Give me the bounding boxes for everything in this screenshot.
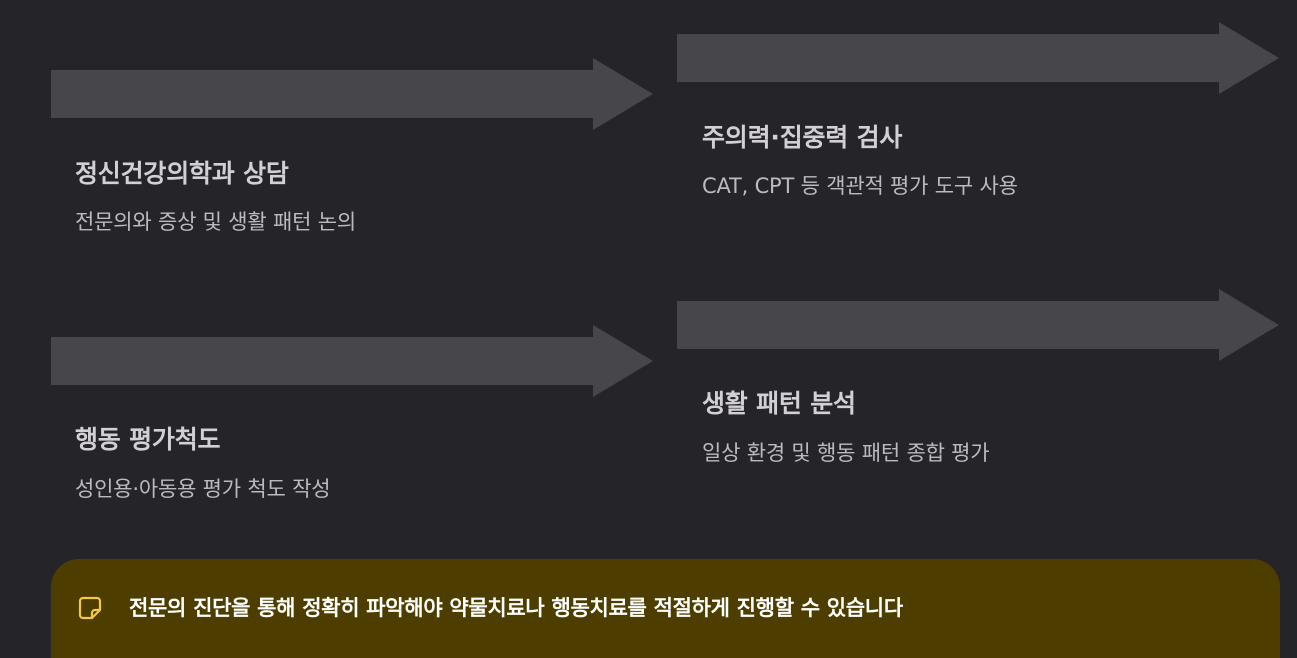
step-2-arrow — [677, 22, 1279, 94]
step-4-title: 생활 패턴 분석 — [702, 389, 856, 418]
step-4-arrow — [677, 289, 1279, 361]
step-4-description: 일상 환경 및 행동 패턴 종합 평가 — [702, 441, 990, 465]
step-3-title: 행동 평가척도 — [75, 425, 221, 454]
step-1-title: 정신건강의학과 상담 — [75, 159, 289, 188]
sticky-note-icon — [77, 595, 103, 621]
step-1-description: 전문의와 증상 및 생활 패턴 논의 — [75, 210, 356, 234]
step-3-description: 성인용·아동용 평가 척도 작성 — [75, 477, 331, 501]
step-2-title: 주의력·집중력 검사 — [702, 123, 903, 152]
note-callout: 전문의 진단을 통해 정확히 파악해야 약물치료나 행동치료를 적절하게 진행할… — [51, 559, 1280, 658]
step-2-description: CAT, CPT 등 객관적 평가 도구 사용 — [702, 174, 1018, 198]
step-3-arrow — [51, 325, 653, 397]
step-1-arrow — [51, 58, 653, 130]
note-text: 전문의 진단을 통해 정확히 파악해야 약물치료나 행동치료를 적절하게 진행할… — [129, 596, 903, 620]
